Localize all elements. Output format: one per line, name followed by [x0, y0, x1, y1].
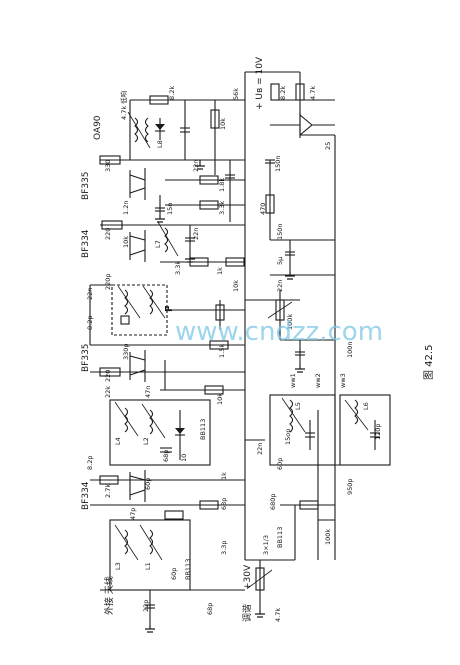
label-bf335-b: BF335	[81, 343, 91, 372]
label-tune: 调谐	[242, 604, 253, 622]
label-47k-top: 4.7k 低响	[119, 90, 128, 120]
ground-symbols	[145, 160, 305, 633]
ceramic-filter	[89, 284, 246, 345]
label-ww1: ww1	[289, 373, 297, 388]
label-10k-d: 10k	[216, 393, 224, 405]
label-l2: L2	[142, 437, 150, 445]
labels: + Uʙ = 10V 4.7k 低响 8.2k 56k 8.2k 4.7k 10…	[81, 56, 435, 622]
label-56k: 56k	[232, 88, 240, 100]
stage-output-transistor	[270, 83, 335, 138]
stage-if-amp-2	[100, 220, 335, 276]
label-120p: 120p	[374, 423, 382, 440]
label-l7: L7	[154, 240, 162, 248]
label-antenna: 外接 天线	[103, 576, 115, 615]
label-22n-a: 22n	[192, 160, 200, 172]
label-oa90: OA90	[93, 115, 103, 140]
label-bf334-b: BF334	[81, 481, 91, 510]
label-l6: L6	[362, 402, 370, 410]
label-bf335-a: BF335	[81, 171, 91, 200]
label-47p: 47p	[129, 508, 137, 520]
label-950p: 950p	[346, 478, 354, 495]
label-22p: 22p	[142, 600, 150, 612]
stage-if-amp-1	[90, 340, 245, 395]
label-12n: 1.2n	[122, 201, 130, 215]
label-10k-c: 10k	[232, 280, 240, 292]
label-68p-b: 68p	[220, 498, 228, 510]
label-150n-b: 150n	[276, 223, 284, 240]
label-60p: 60p	[144, 478, 152, 490]
label-47k-b: 4.7k	[274, 608, 282, 622]
label-f: F	[164, 305, 175, 312]
label-l3: L3	[114, 562, 122, 570]
label-22n-b: 22n	[192, 228, 200, 240]
watermark-text: www.cndzz.com	[175, 317, 383, 347]
label-470: 470	[259, 203, 267, 215]
label-bb113-a: BB113	[199, 419, 207, 440]
tuning-section	[100, 500, 335, 625]
label-330: 330	[104, 160, 112, 172]
label-220-b: 220	[104, 370, 112, 382]
label-ww2: ww2	[314, 373, 322, 388]
label-82p-b: 8.2p	[86, 456, 94, 470]
label-vb: + Uʙ = 10V	[255, 56, 265, 110]
oscillator-tank	[269, 394, 391, 466]
label-100k-a: 100k	[286, 314, 294, 330]
label-bb113-b: BB113	[276, 527, 284, 548]
label-82k-top: 8.2k	[168, 86, 176, 100]
label-bf334-a: BF334	[81, 229, 91, 258]
label-47n: 47n	[144, 386, 152, 398]
label-33k-b: 3.3k	[174, 261, 182, 275]
stage-if-amp-3	[99, 155, 275, 240]
label-60p-b: 60p	[276, 458, 284, 470]
label-l1: L1	[144, 562, 152, 570]
label-47k-right: 4.7k	[309, 86, 317, 100]
label-82p: 8.2p	[86, 316, 94, 330]
label-22n-c: 22n	[276, 280, 284, 292]
label-ww3: ww3	[339, 373, 347, 388]
label-25: 25	[324, 142, 332, 150]
label-150n-top: 150n	[274, 155, 282, 172]
label-100n: 100n	[346, 341, 354, 358]
ground-bus	[317, 135, 336, 560]
label-15op: 15op	[284, 429, 292, 445]
label-l5: L5	[294, 402, 302, 410]
label-c13: 3×1/3	[262, 535, 270, 555]
label-330p: 330p	[122, 343, 130, 360]
label-10k-a: 10k	[219, 118, 227, 130]
label-5u: 5μ	[276, 257, 284, 265]
label-33k: 3.3k	[218, 201, 226, 215]
label-680p: 680p	[269, 493, 277, 510]
label-68p: 68p	[162, 450, 170, 462]
label-220p: 220p	[104, 273, 112, 290]
label-100k-b: 100k	[324, 529, 332, 545]
label-15n: 15n	[166, 203, 174, 215]
label-10k-b: 10k	[122, 236, 130, 248]
label-3p3: 3.3p	[220, 541, 228, 555]
label-15k: 1.5k	[218, 344, 226, 358]
stage-rf-amp	[90, 345, 265, 560]
agc-network	[267, 290, 335, 365]
label-60p-c: 60p	[170, 568, 178, 580]
figure-caption: 图 42.5	[423, 345, 435, 380]
label-18k: 1.8k	[218, 178, 226, 192]
label-1k-b: 1k	[220, 472, 228, 480]
label-22k: 22k	[104, 386, 112, 398]
label-27k: 2.7k	[104, 484, 112, 498]
label-10: 10	[180, 454, 188, 462]
label-30v: +30V	[243, 564, 253, 590]
stage-detector	[127, 95, 245, 175]
label-1k: 1k	[216, 267, 224, 275]
label-22n-d: 22n	[86, 288, 94, 300]
label-l8: L8	[156, 140, 164, 148]
label-bb113-c: BB113	[184, 559, 192, 580]
label-68p-c: 68p	[206, 603, 214, 615]
label-l4: L4	[114, 437, 122, 445]
rf-section	[109, 399, 211, 466]
label-82k-right: 8.2k	[279, 86, 287, 100]
label-22n-e: 22n	[256, 443, 264, 455]
label-220-a: 220	[104, 228, 112, 240]
